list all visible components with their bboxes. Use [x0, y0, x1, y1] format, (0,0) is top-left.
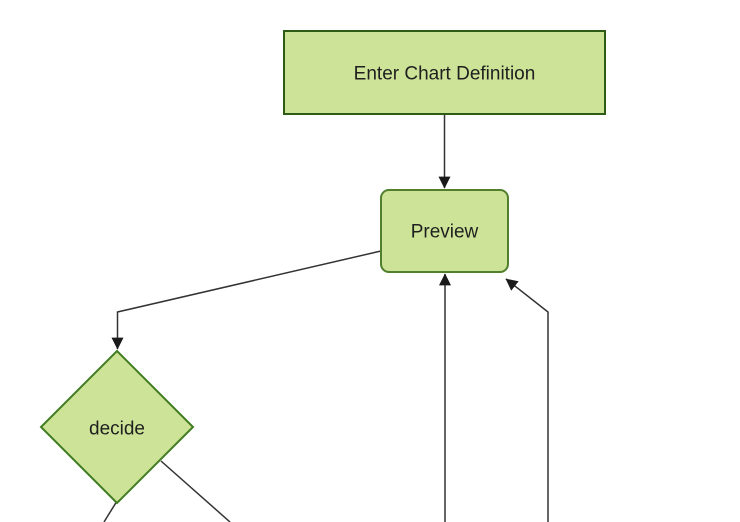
enter-chart-definition-box: [283, 30, 606, 115]
node-decide: decide: [39, 349, 195, 505]
decide-diamond: [39, 349, 195, 505]
node-enter-chart-definition: Enter Chart Definition: [283, 30, 606, 115]
edge-bottomright-to-preview: [505, 278, 549, 522]
preview-box: [380, 189, 509, 273]
enter-chart-definition-label: Enter Chart Definition: [354, 64, 536, 85]
edge-decide-to-offscreen-right: [160, 460, 231, 522]
edge-preview-to-decide: [111, 250, 382, 350]
node-preview: Preview: [380, 189, 509, 273]
decide-label: decide: [89, 419, 145, 440]
preview-label: Preview: [411, 222, 479, 243]
edge-decide-to-offscreen-left: [103, 500, 118, 522]
